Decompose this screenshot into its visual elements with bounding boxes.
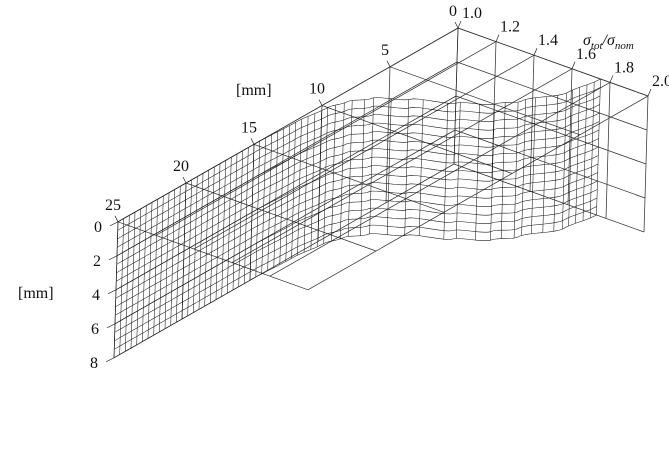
z-tick-label: 1.0 xyxy=(462,5,482,22)
surface-mesh-line-y xyxy=(114,189,598,333)
svg-text:σtot/σnom: σtot/σnom xyxy=(583,32,634,52)
surface-mesh-line-y xyxy=(117,87,601,231)
z-tick-mark xyxy=(647,88,652,97)
x-tick-label: 25 xyxy=(105,197,121,214)
back-wall-gridline-z xyxy=(491,41,497,178)
x-tick-label: 0 xyxy=(449,3,457,20)
z-tick-mark xyxy=(457,20,462,29)
y-tick-mark xyxy=(106,323,116,329)
back-wall-gridline-z xyxy=(529,55,535,192)
z-tick-label: 1.6 xyxy=(576,46,596,63)
y-tick-mark xyxy=(108,255,118,261)
x-tick-label: 20 xyxy=(173,158,189,175)
top-wall-gridline-z xyxy=(307,95,649,291)
z-tick-label: 1.4 xyxy=(538,32,558,49)
z-tick-label: 2.0 xyxy=(652,73,669,90)
surface-mesh-line-y xyxy=(114,197,598,342)
surface-mesh-line-y xyxy=(115,172,598,316)
back-wall-gridline-z xyxy=(567,68,573,205)
y-tick-mark xyxy=(109,221,119,227)
surface-mesh-line-y xyxy=(117,95,601,240)
y-tick-mark xyxy=(105,357,115,363)
x-tick-label: 15 xyxy=(241,119,257,136)
surface-mesh xyxy=(113,78,601,359)
surface-mesh-line-y xyxy=(115,155,599,299)
surface-mesh-line-y xyxy=(116,129,600,274)
top-wall-gridline-z xyxy=(231,68,573,263)
y-tick-label: 6 xyxy=(91,321,99,338)
x-tick-mark xyxy=(454,21,459,29)
z-tick-label: 1.2 xyxy=(500,19,520,36)
top-wall-gridline-x xyxy=(321,105,513,174)
z-label-sigma: σ xyxy=(583,32,592,49)
y-tick-mark xyxy=(107,289,117,295)
surface-mesh-line-y xyxy=(113,214,597,359)
z-label-den-sub: nom xyxy=(615,40,634,52)
y-axis-label: [mm] xyxy=(18,285,54,302)
surface-mesh-line-y xyxy=(115,146,599,291)
z-tick-label: 1.8 xyxy=(614,59,634,76)
back-wall-gridline-z xyxy=(643,95,649,233)
surface-mesh-line-y xyxy=(116,112,600,257)
surface-mesh-line-y xyxy=(114,180,598,325)
z-tick-mark xyxy=(495,34,500,42)
x-tick-label: 10 xyxy=(309,81,325,98)
surface-mesh-line-y xyxy=(115,163,599,308)
z-tick-mark xyxy=(571,61,576,69)
z-label-sigma-2: σ xyxy=(607,32,616,49)
top-wall-gridline-x xyxy=(389,66,581,136)
x-tick-mark xyxy=(114,215,119,222)
surface-mesh-line-y xyxy=(116,138,599,282)
surface-mesh-line-y xyxy=(116,121,600,265)
back-wall-gridline-z xyxy=(605,82,611,219)
x-tick-label: 5 xyxy=(381,42,389,59)
top-wall-gridline-z xyxy=(193,54,535,250)
y-tick-label: 2 xyxy=(93,253,101,270)
top-wall-gridline-x xyxy=(457,27,649,97)
surface-mesh-line-y xyxy=(117,104,600,248)
x-axis-label: [mm] xyxy=(236,82,272,99)
top-wall-gridline-x xyxy=(117,221,309,291)
x-tick-mark xyxy=(182,176,187,184)
x-tick-mark xyxy=(318,99,323,106)
y-tick-label: 4 xyxy=(92,287,100,304)
z-label-num-sub: tot xyxy=(591,40,604,52)
y-tick-label: 0 xyxy=(94,219,102,236)
x-tick-mark xyxy=(250,138,255,145)
y-tick-label: 8 xyxy=(90,355,98,372)
z-tick-mark xyxy=(533,48,538,56)
top-wall-gridline-z xyxy=(155,41,497,236)
x-tick-mark xyxy=(386,60,391,67)
surface-mesh-line-y xyxy=(114,206,597,350)
z-label-slash: / xyxy=(602,32,609,49)
z-tick-mark xyxy=(609,75,614,83)
z-axis-label: σtot/σnom xyxy=(583,32,634,52)
surface-mesh-line-y xyxy=(117,78,601,223)
